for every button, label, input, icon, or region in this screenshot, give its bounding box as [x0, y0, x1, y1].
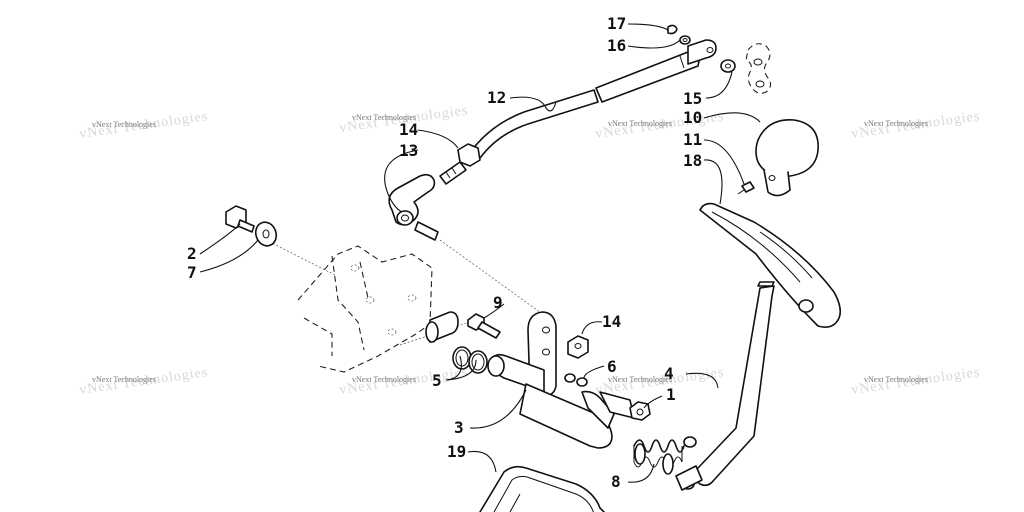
- watermark-3: vNext Technologies: [608, 119, 672, 128]
- shift-knob-10: [755, 119, 819, 197]
- threaded-stud: [439, 161, 467, 185]
- lever-4: [675, 281, 775, 491]
- callout-labels: 17 16 12 15 10 14 13 11 18 2 7 9 14 6 4 …: [187, 14, 702, 491]
- watermark-6: vNext Technologies: [352, 375, 416, 384]
- washer-7: [254, 221, 278, 247]
- rod-end-13: [388, 173, 439, 241]
- callout-14-lower: 14: [602, 312, 621, 331]
- callout-6: 6: [607, 357, 617, 376]
- callout-8: 8: [611, 472, 621, 491]
- watermark-5: vNext Technologies: [92, 375, 156, 384]
- clip-17-part: [667, 24, 678, 35]
- callout-11: 11: [683, 130, 702, 149]
- watermark-7: vNext Technologies: [608, 375, 672, 384]
- bolt-9: [467, 313, 501, 339]
- screw-11: [737, 181, 755, 195]
- rings-5: [452, 346, 488, 374]
- callout-18: 18: [683, 151, 702, 170]
- watermark-8: vNext Technologies: [864, 375, 928, 384]
- spring-8: [633, 439, 685, 475]
- callout-19: 19: [447, 442, 466, 461]
- callout-16: 16: [607, 36, 626, 55]
- callout-14-upper: 14: [399, 120, 418, 139]
- pivot-shaft-3: [487, 311, 635, 449]
- callout-17: 17: [607, 14, 626, 33]
- leader-lines: [199, 23, 761, 483]
- frame-bracket: [297, 245, 433, 373]
- callout-3: 3: [454, 418, 464, 437]
- pedal-19: [479, 465, 605, 512]
- callout-9: 9: [493, 293, 503, 312]
- callout-7: 7: [187, 263, 197, 282]
- callout-10: 10: [683, 108, 702, 127]
- callout-15: 15: [683, 89, 702, 108]
- washer-16-part: [679, 35, 691, 45]
- bolt-2: [225, 205, 255, 233]
- watermark-4: vNext Technologies: [864, 119, 928, 128]
- callout-1: 1: [666, 385, 676, 404]
- callout-4: 4: [664, 364, 674, 383]
- washer-6: [564, 373, 588, 387]
- washer-15-part: [720, 59, 736, 73]
- shift-linkage-arm: [745, 43, 772, 94]
- callout-5: 5: [432, 371, 442, 390]
- bushing: [425, 311, 459, 343]
- watermark-1: vNext Technologies: [92, 120, 156, 129]
- callout-12: 12: [487, 88, 506, 107]
- shift-lever-18: [699, 202, 842, 328]
- shift-rod-12: [471, 39, 717, 159]
- watermark-2: vNext Technologies: [352, 113, 416, 122]
- callout-13: 13: [399, 141, 418, 160]
- nut-14-lower: [567, 335, 589, 359]
- callout-2: 2: [187, 244, 197, 263]
